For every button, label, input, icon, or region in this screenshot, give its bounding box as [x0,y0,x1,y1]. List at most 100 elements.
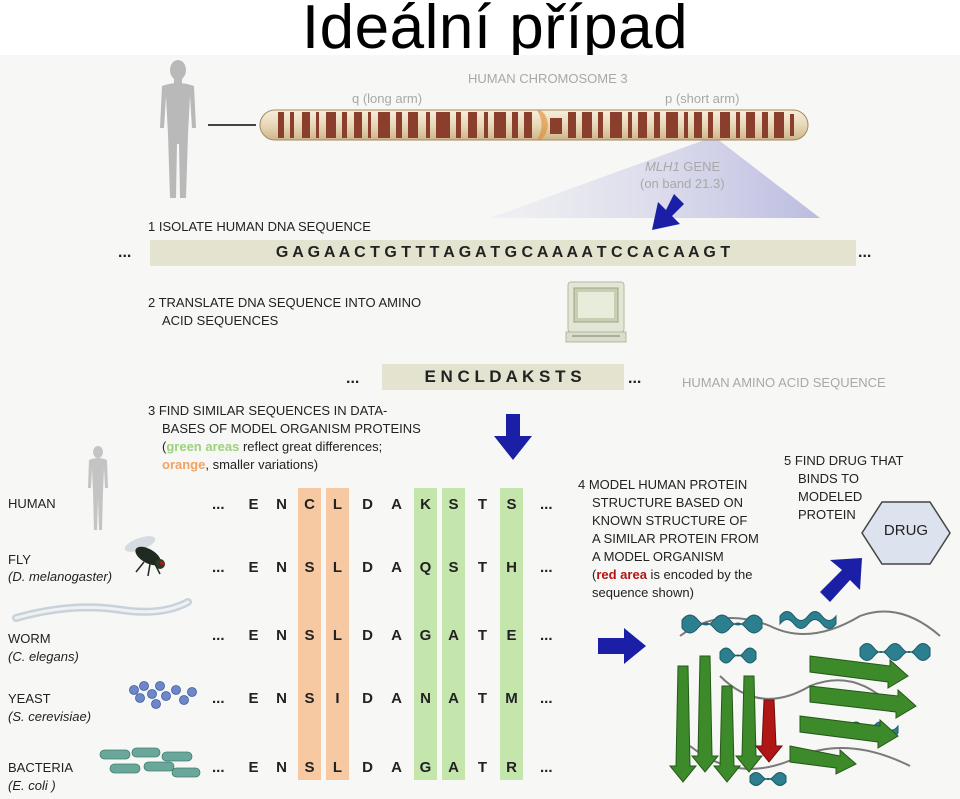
step4-line4: A SIMILAR PROTEIN FROM [592,531,759,546]
amino-acid-cell: L [332,559,343,576]
green-column [414,488,437,780]
amino-acid-cell: E [506,627,517,644]
amino-acid-cell: A [391,759,402,776]
green-column [442,488,465,780]
alignment-trailing-dots: ... [540,690,553,707]
alignment-leading-dots: ... [212,496,225,513]
worm-icon [12,598,192,622]
amino-acid-cell: N [276,496,287,513]
amino-acid-cell: S [448,559,459,576]
organism-scientific-name: (D. melanogaster) [8,569,113,584]
amino-acid-cell: D [362,759,373,776]
amino-acid-cell: N [276,627,287,644]
amino-acid-cell: K [420,496,431,513]
step5-line2: BINDS TO [798,471,859,486]
step4-line1: 4 MODEL HUMAN PROTEIN [578,477,748,492]
amino-acid-cell: T [477,496,488,513]
amino-acid-cell: M [505,690,518,707]
protein-structure-image [668,610,941,786]
organism-scientific-name: (S. cerevisiae) [8,709,92,724]
amino-acid-cell: N [420,690,431,707]
alignment-leading-dots: ... [212,627,225,644]
chromosome-graphic [259,109,820,218]
aa-sequence: E N C L D A K S T S [382,364,624,390]
amino-acid-cell: T [477,627,488,644]
amino-acid-cell: D [362,496,373,513]
amino-acid-cell: G [419,759,432,776]
amino-acid-cell: S [506,496,517,513]
amino-acid-cell: T [477,690,488,707]
step3-line2: BASES OF MODEL ORGANISM PROTEINS [162,421,421,436]
organism-name: HUMAN [8,496,56,511]
diagram-panel [0,55,960,799]
connector-line [208,124,256,126]
amino-acid-cell: A [391,627,402,644]
amino-acid-cell: E [248,559,259,576]
amino-acid-cell: S [304,759,315,776]
alignment-trailing-dots: ... [540,559,553,576]
p-arm-label: p (short arm) [665,91,740,106]
fly-icon [124,536,165,577]
chromosome-title: HUMAN CHROMOSOME 3 [468,71,628,86]
amino-acid-cell: S [304,690,315,707]
arrow-icon [494,414,532,460]
alignment-leading-dots: ... [212,559,225,576]
hexagon-drug-icon [861,501,951,565]
human-figure-icon [88,446,108,530]
arrow-icon [820,558,862,602]
step2-line2: ACID SEQUENCES [162,313,279,328]
amino-acid-cell: A [448,759,459,776]
amino-acid-cell: A [391,496,402,513]
amino-acid-cell: S [304,627,315,644]
amino-acid-cell: T [477,559,488,576]
amino-acid-cell: E [248,627,259,644]
amino-acid-cell: D [362,627,373,644]
step4-line3: KNOWN STRUCTURE OF [592,513,748,528]
arrow-icon [598,628,646,664]
amino-acid-cell: A [391,559,402,576]
computer-icon [565,281,627,343]
drug-label: DRUG [883,522,929,539]
organism-name: BACTERIA [8,760,74,775]
step5-line4: PROTEIN [798,507,856,522]
amino-acid-cell: E [248,690,259,707]
step3-line1: 3 FIND SIMILAR SEQUENCES IN DATA- [148,403,388,418]
orange-column [326,488,349,780]
human-figure-icon [160,60,196,198]
amino-acid-cell: G [419,627,432,644]
amino-acid-cell: T [477,759,488,776]
amino-acid-cell: L [332,759,343,776]
bacteria-icon [99,747,201,778]
alignment-leading-dots: ... [212,690,225,707]
alignment-trailing-dots: ... [540,759,553,776]
dna-sequence: G A G A A C T G T T T A G A T G C A A A … [150,240,856,266]
step4-line7: sequence shown) [592,585,694,600]
gene-label: MLH1 GENE [645,159,721,174]
aa-prefix: ... [346,370,360,387]
band-label: (on band 21.3) [640,176,725,191]
alignment-trailing-dots: ... [540,496,553,513]
organism-scientific-name: (E. coli ) [8,778,56,793]
amino-acid-cell: H [506,559,517,576]
aa-label: HUMAN AMINO ACID SEQUENCE [682,375,886,390]
alignment-trailing-dots: ... [540,627,553,644]
step3-line3: (green areas reflect great differences; [162,439,383,454]
step4-line6: (red area is encoded by the [592,567,753,582]
amino-acid-cell: L [332,627,343,644]
amino-acid-cell: A [391,690,402,707]
amino-acid-cell: N [276,759,287,776]
yeast-icon [129,681,197,709]
amino-acid-cell: S [304,559,315,576]
q-arm-label: q (long arm) [352,91,423,106]
amino-acid-cell: N [276,559,287,576]
amino-acid-cell: I [335,690,340,707]
amino-acid-cell: E [248,759,259,776]
step5-line1: 5 FIND DRUG THAT [784,453,904,468]
organism-scientific-name: (C. elegans) [8,649,79,664]
amino-acid-cell: Q [419,559,432,576]
step4-line5: A MODEL ORGANISM [592,549,724,564]
aa-suffix: ... [628,370,642,387]
step3-line4: orange, smaller variations) [162,457,319,472]
amino-acid-cell: C [304,496,315,513]
